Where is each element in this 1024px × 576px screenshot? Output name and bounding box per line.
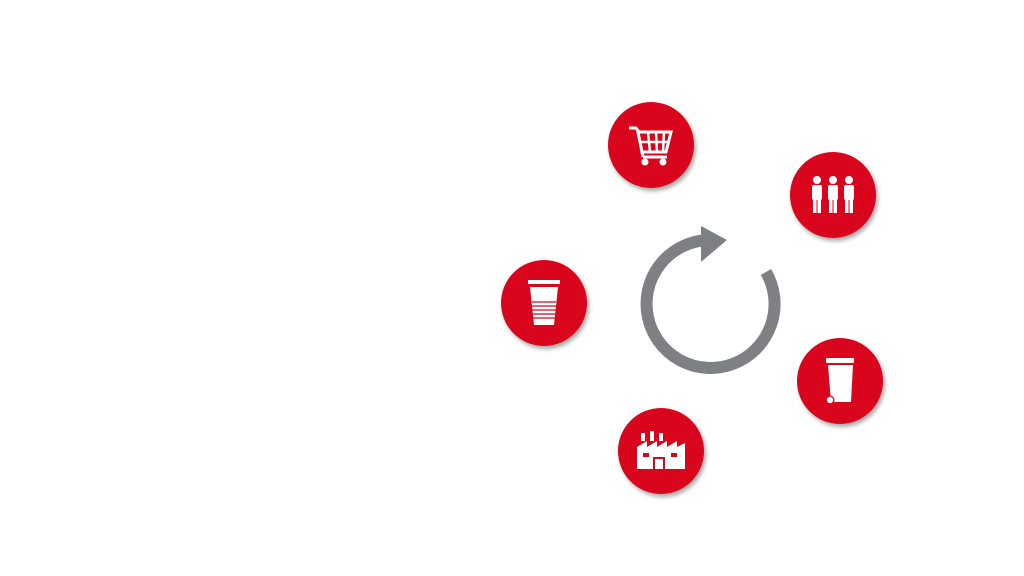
bin-node xyxy=(797,338,883,424)
cup-node xyxy=(501,260,587,346)
factory-icon xyxy=(637,431,685,469)
circular-arrow-icon xyxy=(640,226,781,374)
cart-node xyxy=(608,102,694,188)
shopping-cart-icon xyxy=(629,126,673,166)
people-group-icon xyxy=(812,176,854,213)
plastic-cup-icon xyxy=(528,280,560,325)
people-node xyxy=(790,152,876,238)
waste-bin-icon xyxy=(825,358,854,405)
factory-node xyxy=(618,408,704,494)
